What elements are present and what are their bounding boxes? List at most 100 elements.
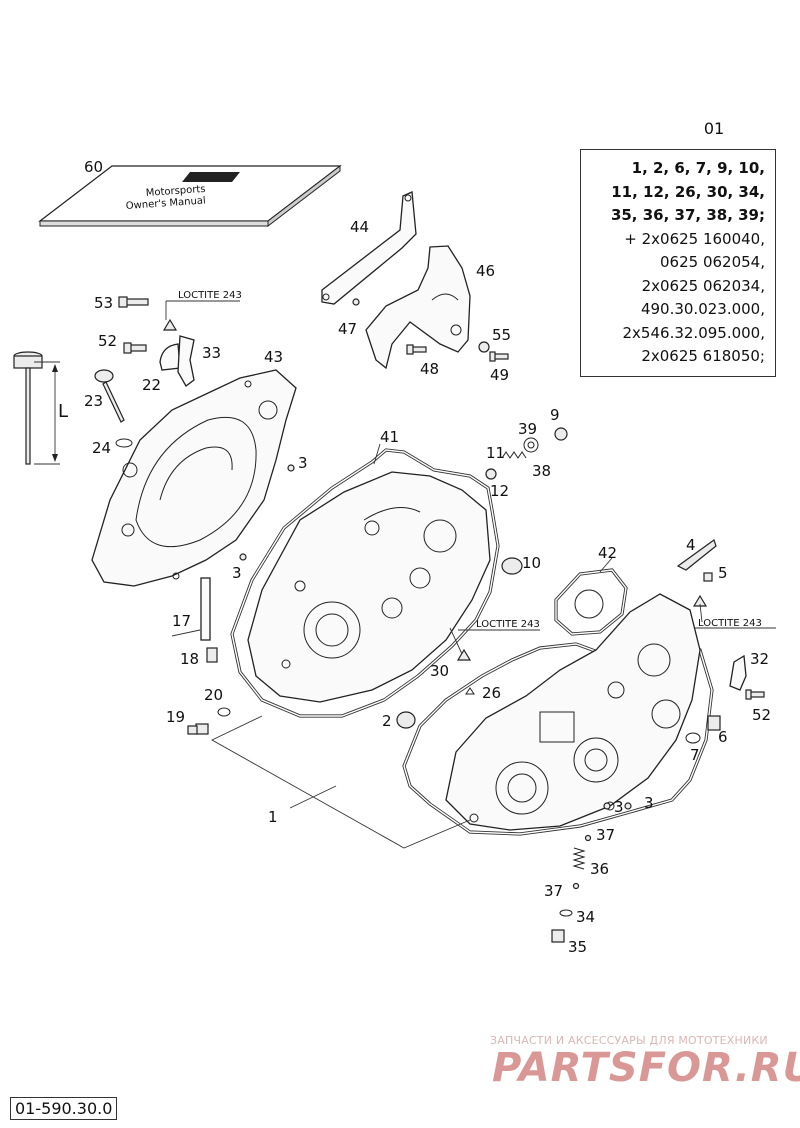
callout-11: 11 bbox=[486, 444, 505, 462]
callout-37a: 37 bbox=[596, 826, 615, 844]
callout-12: 12 bbox=[490, 482, 509, 500]
bolt-part-48 bbox=[406, 344, 427, 355]
callout-9: 9 bbox=[550, 406, 560, 424]
kit-line: 1, 2, 6, 7, 9, 10, bbox=[631, 159, 765, 177]
drain-plug-part-19 bbox=[187, 723, 209, 735]
plug-part-9 bbox=[554, 427, 568, 441]
dowel-part-3d bbox=[624, 802, 632, 810]
dowel-part-3c bbox=[603, 802, 611, 810]
loctite-drop-icon bbox=[162, 318, 178, 331]
seal-part-39 bbox=[523, 437, 539, 453]
loctite-drop-icon-2 bbox=[456, 648, 472, 661]
callout-5: 5 bbox=[718, 564, 728, 582]
crankcase-half-left bbox=[445, 593, 701, 831]
spring-part-18 bbox=[206, 647, 218, 663]
callout-33: 33 bbox=[202, 344, 221, 362]
loctite-label-3: LOCTITE 243 bbox=[694, 618, 776, 629]
watermark-brand: PARTSFOR.RU bbox=[492, 1045, 800, 1091]
callout-19: 19 bbox=[166, 708, 185, 726]
svg-text:LOCTITE 243: LOCTITE 243 bbox=[698, 618, 762, 629]
manual-title-1: Motorsports bbox=[145, 184, 205, 199]
dowel-part-3b bbox=[239, 553, 247, 561]
callout-36: 36 bbox=[590, 860, 609, 878]
dowel-part-3a bbox=[287, 464, 295, 472]
callout-39: 39 bbox=[518, 420, 537, 438]
spring-part-38 bbox=[501, 451, 527, 459]
callout-10: 10 bbox=[522, 554, 541, 572]
ktm-logo-icon bbox=[182, 172, 240, 182]
kit-line: 2x0625 618050; bbox=[641, 347, 765, 365]
gasket-part-42 bbox=[554, 568, 628, 636]
callout-52b: 52 bbox=[752, 706, 771, 724]
kit-line: 11, 12, 26, 30, 34, bbox=[611, 182, 765, 201]
callout-2: 2 bbox=[382, 712, 392, 730]
callout-17: 17 bbox=[172, 612, 191, 630]
cover-part-46 bbox=[365, 245, 471, 370]
washer-part-55 bbox=[478, 341, 490, 353]
plug-part-6 bbox=[707, 715, 721, 731]
owners-manual-part-60: Motorsports Owner's Manual bbox=[38, 164, 342, 228]
kit-line: 35, 36, 37, 38, 39; bbox=[610, 206, 765, 224]
callout-48: 48 bbox=[420, 360, 439, 378]
callout-6: 6 bbox=[718, 728, 728, 746]
document-code: 01-590.30.0 bbox=[10, 1097, 118, 1120]
kit-line: 490.30.023.000, bbox=[640, 300, 765, 318]
callout-60: 60 bbox=[84, 158, 103, 176]
callout-24: 24 bbox=[92, 439, 111, 457]
washer-part-47 bbox=[352, 298, 360, 306]
callout-41: 41 bbox=[380, 428, 399, 446]
callout-23: 23 bbox=[84, 392, 103, 410]
callout-34: 34 bbox=[576, 908, 595, 926]
washer-part-34 bbox=[559, 909, 573, 917]
plug-part-35 bbox=[551, 929, 565, 943]
callout-22: 22 bbox=[142, 376, 161, 394]
bush-part-10 bbox=[501, 557, 523, 575]
washer-part-20 bbox=[217, 707, 231, 717]
clutch-cover-part-43 bbox=[91, 369, 297, 587]
svg-text:LOCTITE 243: LOCTITE 243 bbox=[476, 619, 540, 630]
callout-30: 30 bbox=[430, 662, 449, 680]
callout-3d: 3 bbox=[644, 794, 654, 812]
assembly-bracket-part-1 bbox=[211, 715, 471, 849]
callout-52a: 52 bbox=[98, 332, 117, 350]
pin-part-17 bbox=[200, 577, 211, 641]
callout-42: 42 bbox=[598, 544, 617, 562]
ball-part-37b bbox=[572, 882, 580, 890]
bracket-part-44 bbox=[321, 191, 417, 305]
crankcase-half-right bbox=[247, 471, 491, 703]
callout-7: 7 bbox=[690, 746, 700, 764]
kit-line: 2x546.32.095.000, bbox=[622, 323, 765, 342]
kit-line: 2x0625 062034, bbox=[641, 276, 765, 295]
bolt-part-53 bbox=[118, 296, 149, 308]
callout-18: 18 bbox=[180, 650, 199, 668]
callout-3c: 3 bbox=[614, 798, 624, 816]
callout-32: 32 bbox=[750, 650, 769, 668]
callout-44: 44 bbox=[350, 218, 369, 236]
kit-line: + 2x0625 160040, bbox=[624, 229, 765, 248]
bolt-part-52 bbox=[123, 342, 147, 354]
callout-49: 49 bbox=[490, 366, 509, 384]
kit-number: 01 bbox=[703, 119, 725, 138]
clip-part-33 bbox=[177, 335, 195, 387]
callout-53: 53 bbox=[94, 294, 113, 312]
callout-38: 38 bbox=[532, 462, 551, 480]
clip-part-4 bbox=[676, 539, 717, 571]
svg-text:LOCTITE 243: LOCTITE 243 bbox=[178, 290, 242, 301]
callout-43: 43 bbox=[264, 348, 283, 366]
watermark-tagline: ЗАПЧАСТИ И АКСЕССУАРЫ ДЛЯ МОТОТЕХНИКИ bbox=[490, 1034, 768, 1047]
loctite-label-1: LOCTITE 243 bbox=[165, 290, 242, 320]
dipstick-part: L bbox=[13, 351, 68, 465]
bolt-part-52b bbox=[745, 689, 765, 700]
callout-4: 4 bbox=[686, 536, 696, 554]
callout-1: 1 bbox=[268, 808, 278, 826]
callout-55: 55 bbox=[492, 326, 511, 344]
callout-46: 46 bbox=[476, 262, 495, 280]
kit-line: 0625 062054, bbox=[660, 253, 765, 271]
loctite-label-2: LOCTITE 243 bbox=[458, 619, 540, 631]
clip-part-32 bbox=[729, 654, 747, 691]
ball-part-37a bbox=[584, 834, 592, 842]
callout-47: 47 bbox=[338, 320, 357, 338]
spring-part-36 bbox=[572, 847, 586, 870]
callout-37b: 37 bbox=[544, 882, 563, 900]
